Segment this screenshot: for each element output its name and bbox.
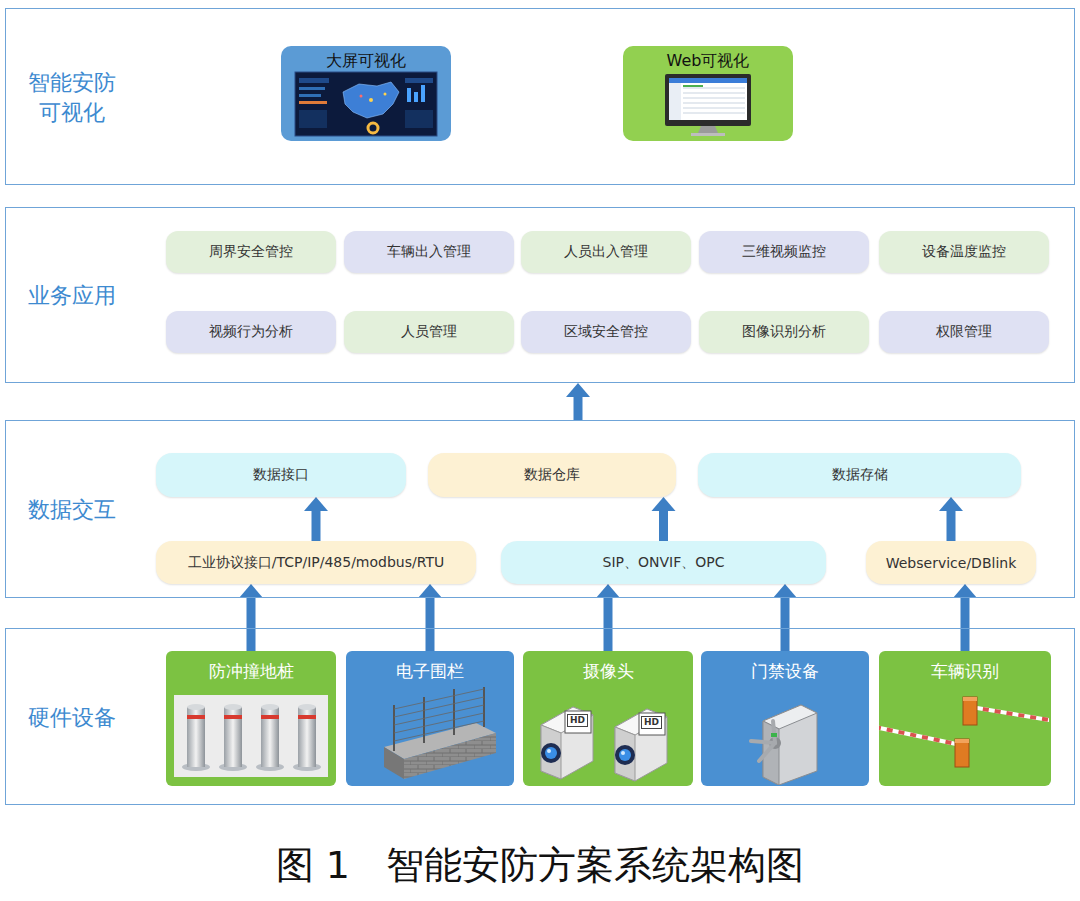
box-label: 设备温度监控 [922, 243, 1006, 261]
arrow-shaft [426, 597, 435, 651]
arrow-head [239, 584, 263, 598]
flow-arrow [652, 497, 676, 541]
protocol-box: Webservice/DBlink [866, 541, 1036, 584]
big-screen-illustration [281, 70, 451, 140]
hardware-box: 防冲撞地桩 [166, 651, 336, 786]
flow-arrow [596, 584, 620, 651]
data-box: 数据存储 [698, 453, 1021, 497]
box-label: Web可视化 [623, 46, 793, 72]
box-label: 数据仓库 [524, 466, 580, 484]
flow-arrow [304, 497, 328, 541]
arrow-shaft [781, 597, 790, 651]
figure-caption: 图 1 智能安防方案系统架构图 [0, 840, 1080, 891]
electric-fence-illustration [346, 685, 516, 785]
app-box: 区域安全管控 [521, 311, 691, 353]
data-box: 数据接口 [156, 453, 406, 497]
protocol-box: SIP、ONVIF、OPC [501, 541, 826, 584]
box-label: 图像识别分析 [742, 323, 826, 341]
layer-label: 业务应用 [22, 281, 122, 311]
arrow-shaft [947, 510, 956, 541]
arrow-head [939, 497, 963, 511]
box-label: 防冲撞地桩 [166, 651, 336, 683]
arrow-shaft [574, 396, 583, 420]
box-label: 数据存储 [832, 466, 888, 484]
app-box: 图像识别分析 [699, 311, 869, 353]
app-box: 设备温度监控 [879, 231, 1049, 273]
box-label: 车辆识别 [879, 651, 1051, 683]
box-label: Webservice/DBlink [886, 555, 1017, 571]
box-label: 数据接口 [253, 466, 309, 484]
arrow-head [953, 584, 977, 598]
box-label: 周界安全管控 [209, 243, 293, 261]
arrow-shaft [604, 597, 613, 651]
visual-box: 大屏可视化 [281, 46, 451, 141]
box-label: 车辆出入管理 [387, 243, 471, 261]
flow-arrow [939, 497, 963, 541]
layer-band: 数据交互 数据接口 数据仓库 数据存储工业协议接口/TCP/IP/485/modbus… [5, 420, 1075, 598]
web-monitor-illustration [623, 70, 793, 140]
app-box: 车辆出入管理 [344, 231, 514, 273]
flow-arrow [239, 584, 263, 651]
visual-box: Web可视化 [623, 46, 793, 141]
app-box: 三维视频监控 [699, 231, 869, 273]
arrow-shaft [659, 510, 668, 541]
box-label: 人员出入管理 [564, 243, 648, 261]
layer-band: 业务应用 周界安全管控 车辆出入管理 人员出入管理 三维视频监控 设备温度监控视频行为分析… [5, 207, 1075, 383]
arrow-head [652, 497, 676, 511]
layer-label: 智能安防 可视化 [22, 68, 122, 127]
protocol-box: 工业协议接口/TCP/IP/485/modbus/RTU [156, 541, 476, 584]
flow-arrow [418, 584, 442, 651]
box-label: 门禁设备 [701, 651, 869, 683]
flow-arrow [953, 584, 977, 651]
hardware-box: 车辆识别 [879, 651, 1051, 786]
box-label: 三维视频监控 [742, 243, 826, 261]
arrow-head [596, 584, 620, 598]
layer-label: 数据交互 [22, 495, 122, 525]
flow-arrow [566, 383, 590, 420]
box-label: 人员管理 [401, 323, 457, 341]
box-label: 摄像头 [523, 651, 693, 683]
box-label: 权限管理 [936, 323, 992, 341]
arrow-shaft [961, 597, 970, 651]
hardware-box: 电子围栏 [346, 651, 514, 786]
box-label: 电子围栏 [346, 651, 514, 683]
arrow-head [566, 383, 590, 397]
turnstile-illustration [701, 685, 871, 785]
hd-badge: HD [641, 716, 662, 729]
layer-band: 智能安防 可视化 大屏可视化 Web可视化 [5, 8, 1075, 185]
app-box: 视频行为分析 [166, 311, 336, 353]
box-label: SIP、ONVIF、OPC [603, 554, 725, 572]
hardware-box: 摄像头 HD HD [523, 651, 693, 786]
hardware-box: 门禁设备 [701, 651, 869, 786]
camera-illustration [523, 685, 693, 785]
app-box: 周界安全管控 [166, 231, 336, 273]
flow-arrow [773, 584, 797, 651]
box-label: 视频行为分析 [209, 323, 293, 341]
arrow-shaft [312, 510, 321, 541]
box-label: 大屏可视化 [281, 46, 451, 72]
app-box: 人员出入管理 [521, 231, 691, 273]
caption-text: 图 1 智能安防方案系统架构图 [276, 843, 805, 887]
layer-band: 硬件设备 防冲撞地桩 电子围栏 摄像头 HD HD 门禁设备 车辆识别 [5, 628, 1075, 805]
layer-label: 硬件设备 [22, 703, 122, 733]
arrow-head [418, 584, 442, 598]
app-box: 权限管理 [879, 311, 1049, 353]
arrow-head [773, 584, 797, 598]
arrow-head [304, 497, 328, 511]
data-box: 数据仓库 [428, 453, 676, 497]
hd-badge: HD [567, 714, 588, 727]
box-label: 区域安全管控 [564, 323, 648, 341]
box-label: 工业协议接口/TCP/IP/485/modbus/RTU [188, 554, 444, 572]
vehicle-barrier-illustration [879, 685, 1049, 785]
app-box: 人员管理 [344, 311, 514, 353]
arrow-shaft [247, 597, 256, 651]
bollard-illustration [166, 685, 336, 785]
